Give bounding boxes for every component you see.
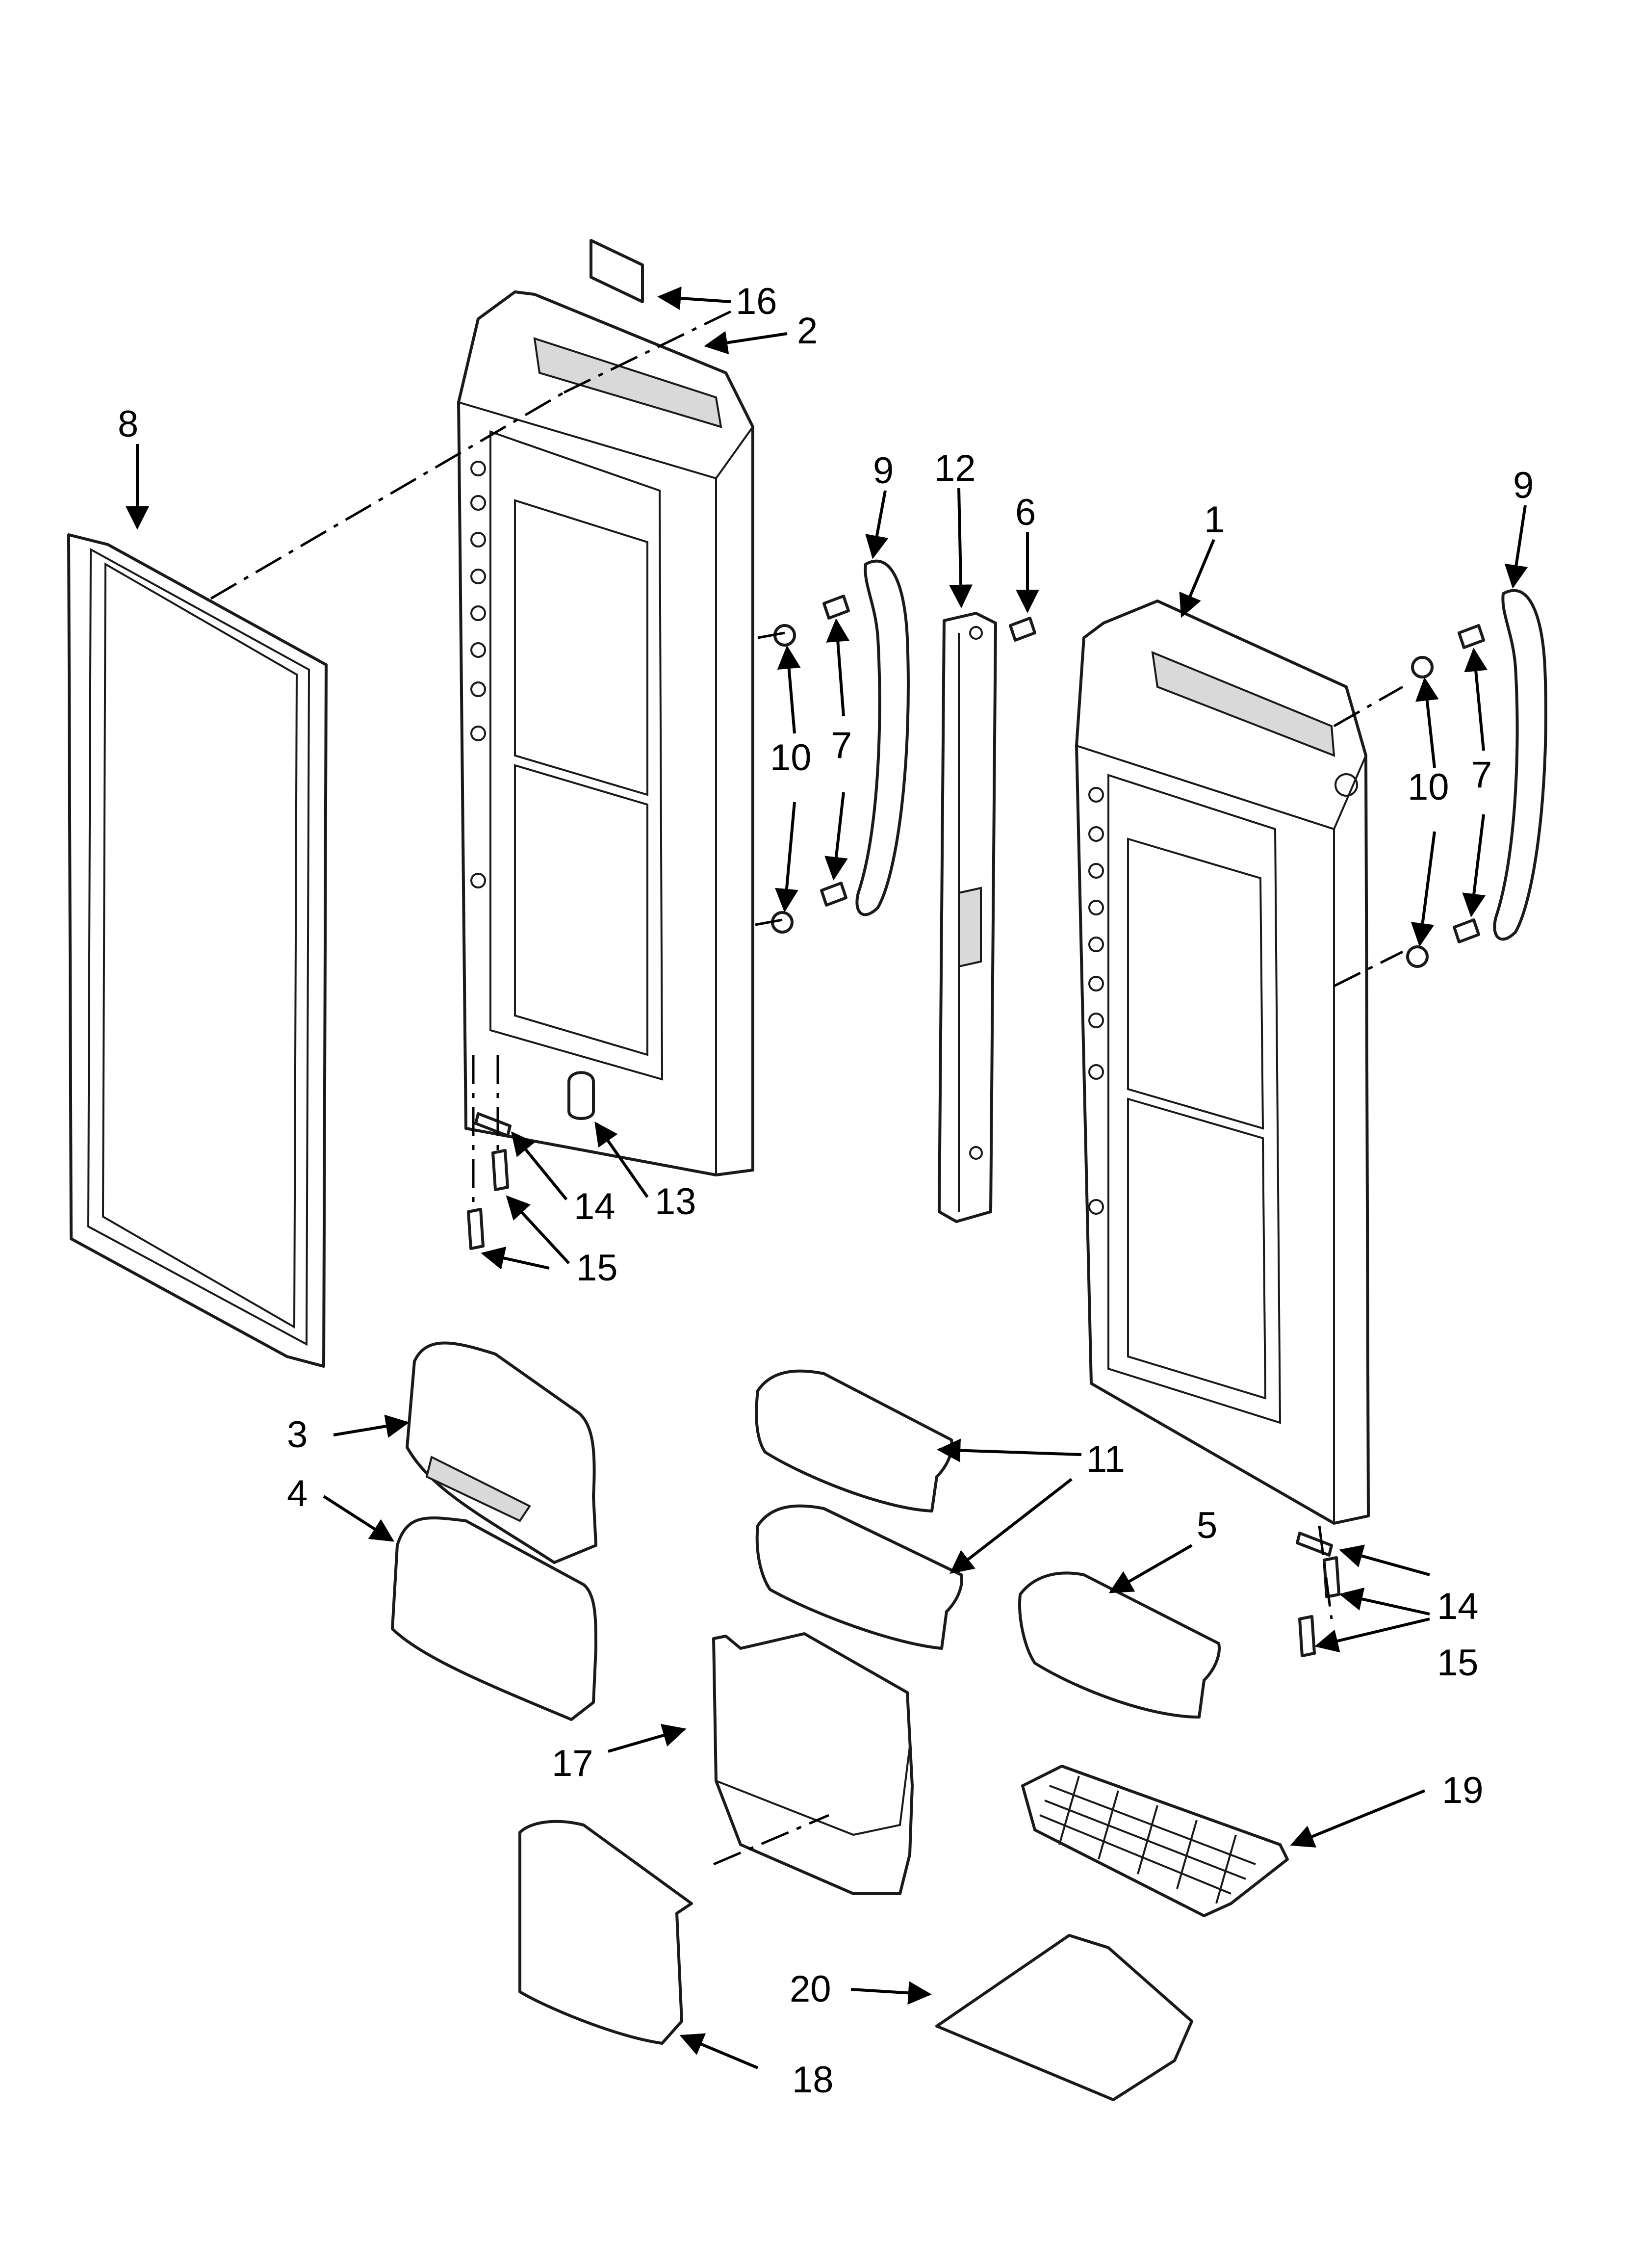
small-door-bin-part <box>1018 1571 1221 1719</box>
leader-arrows <box>126 287 1528 2069</box>
handle-screws-and-spacers <box>771 595 1485 968</box>
callout-13: 13 <box>655 1181 696 1223</box>
callout-7-right: 7 <box>1471 754 1492 796</box>
grille-part <box>1021 1765 1289 1917</box>
callout-15-right: 15 <box>1437 1642 1479 1684</box>
callout-19: 19 <box>1442 1770 1484 1811</box>
callout-3: 3 <box>287 1414 308 1456</box>
callout-14-right: 14 <box>1437 1586 1479 1627</box>
right-door-shelf-bumps <box>1088 787 1104 1215</box>
callout-16: 16 <box>736 281 777 322</box>
crisper-cover-part <box>406 1341 597 1564</box>
label-part <box>590 239 644 303</box>
mullion-part <box>938 612 997 1223</box>
cover-plate-part <box>935 1934 1193 2101</box>
left-door-part <box>457 290 754 1176</box>
callout-17: 17 <box>552 1743 593 1784</box>
callout-20: 20 <box>790 1968 831 2010</box>
callout-8: 8 <box>118 403 138 445</box>
callout-5: 5 <box>1197 1505 1217 1546</box>
left-handle-part <box>855 559 910 916</box>
left-door-shelf-bumps <box>470 461 486 888</box>
callout-10-right: 10 <box>1408 766 1449 808</box>
callout-15-left: 15 <box>576 1247 618 1289</box>
door-bin-middle-part <box>755 1504 963 1650</box>
callout-4: 4 <box>287 1473 308 1514</box>
callout-2: 2 <box>797 310 818 352</box>
crisper-cover-handle <box>425 1456 531 1522</box>
right-handle-part <box>1493 589 1547 941</box>
callout-12: 12 <box>934 447 976 489</box>
callout-11: 11 <box>1086 1438 1125 1480</box>
callout-18: 18 <box>792 2059 834 2101</box>
crisper-drawer-part <box>391 1516 597 1721</box>
callout-9-left: 9 <box>873 450 894 492</box>
assembly-lines <box>210 310 1404 1866</box>
ice-bin-part <box>712 1632 914 1895</box>
callout-6: 6 <box>1015 492 1036 533</box>
callout-1: 1 <box>1204 499 1225 541</box>
callout-10-left: 10 <box>770 737 812 779</box>
callout-labels: 16 2 8 9 12 6 1 9 10 7 10 7 14 13 15 3 1… <box>118 281 1534 2101</box>
callout-14-left: 14 <box>574 1186 616 1227</box>
callout-9-right: 9 <box>1513 465 1534 506</box>
callout-7-left: 7 <box>831 725 852 766</box>
right-door-part <box>1075 600 1370 1525</box>
door-bin-upper-part <box>755 1369 953 1512</box>
ice-bucket-part <box>518 1820 693 2045</box>
door-gasket-part <box>67 533 328 1368</box>
